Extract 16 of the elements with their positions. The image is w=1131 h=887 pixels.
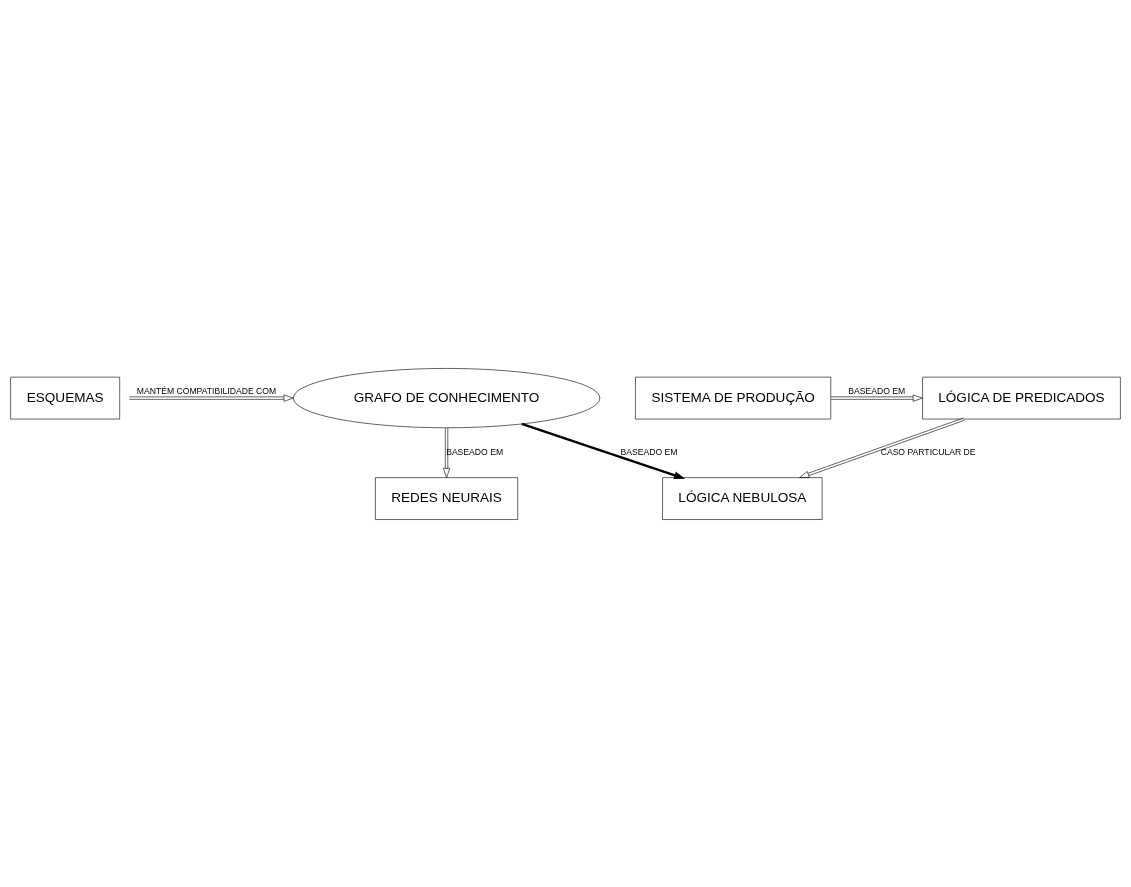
arrow — [830, 394, 923, 402]
node-ellipse: GRAFO DE CONHECIMENTO — [292, 367, 601, 428]
arrow — [521, 422, 686, 479]
edge-label: BASEADO EM — [620, 446, 678, 457]
arrow — [119, 394, 294, 402]
node-box: ESQUEMAS — [10, 376, 120, 419]
node-box: LÓGICA NEBULOSA — [662, 476, 823, 520]
node-box: SISTEMA DE PRODUÇÃO — [635, 376, 832, 419]
node-box: LÓGICA DE PREDICADOS — [922, 376, 1121, 419]
arrow — [799, 417, 965, 478]
edge-label: BASEADO EM — [848, 385, 906, 396]
edge-label: MANTÉM COMPATIBILIDADE COM — [136, 385, 277, 396]
node-box: REDES NEURAIS — [375, 476, 519, 520]
edge-label: BASEADO EM — [446, 446, 504, 457]
edge-label: CASO PARTICULAR DE — [880, 446, 976, 457]
arrow — [443, 427, 451, 478]
